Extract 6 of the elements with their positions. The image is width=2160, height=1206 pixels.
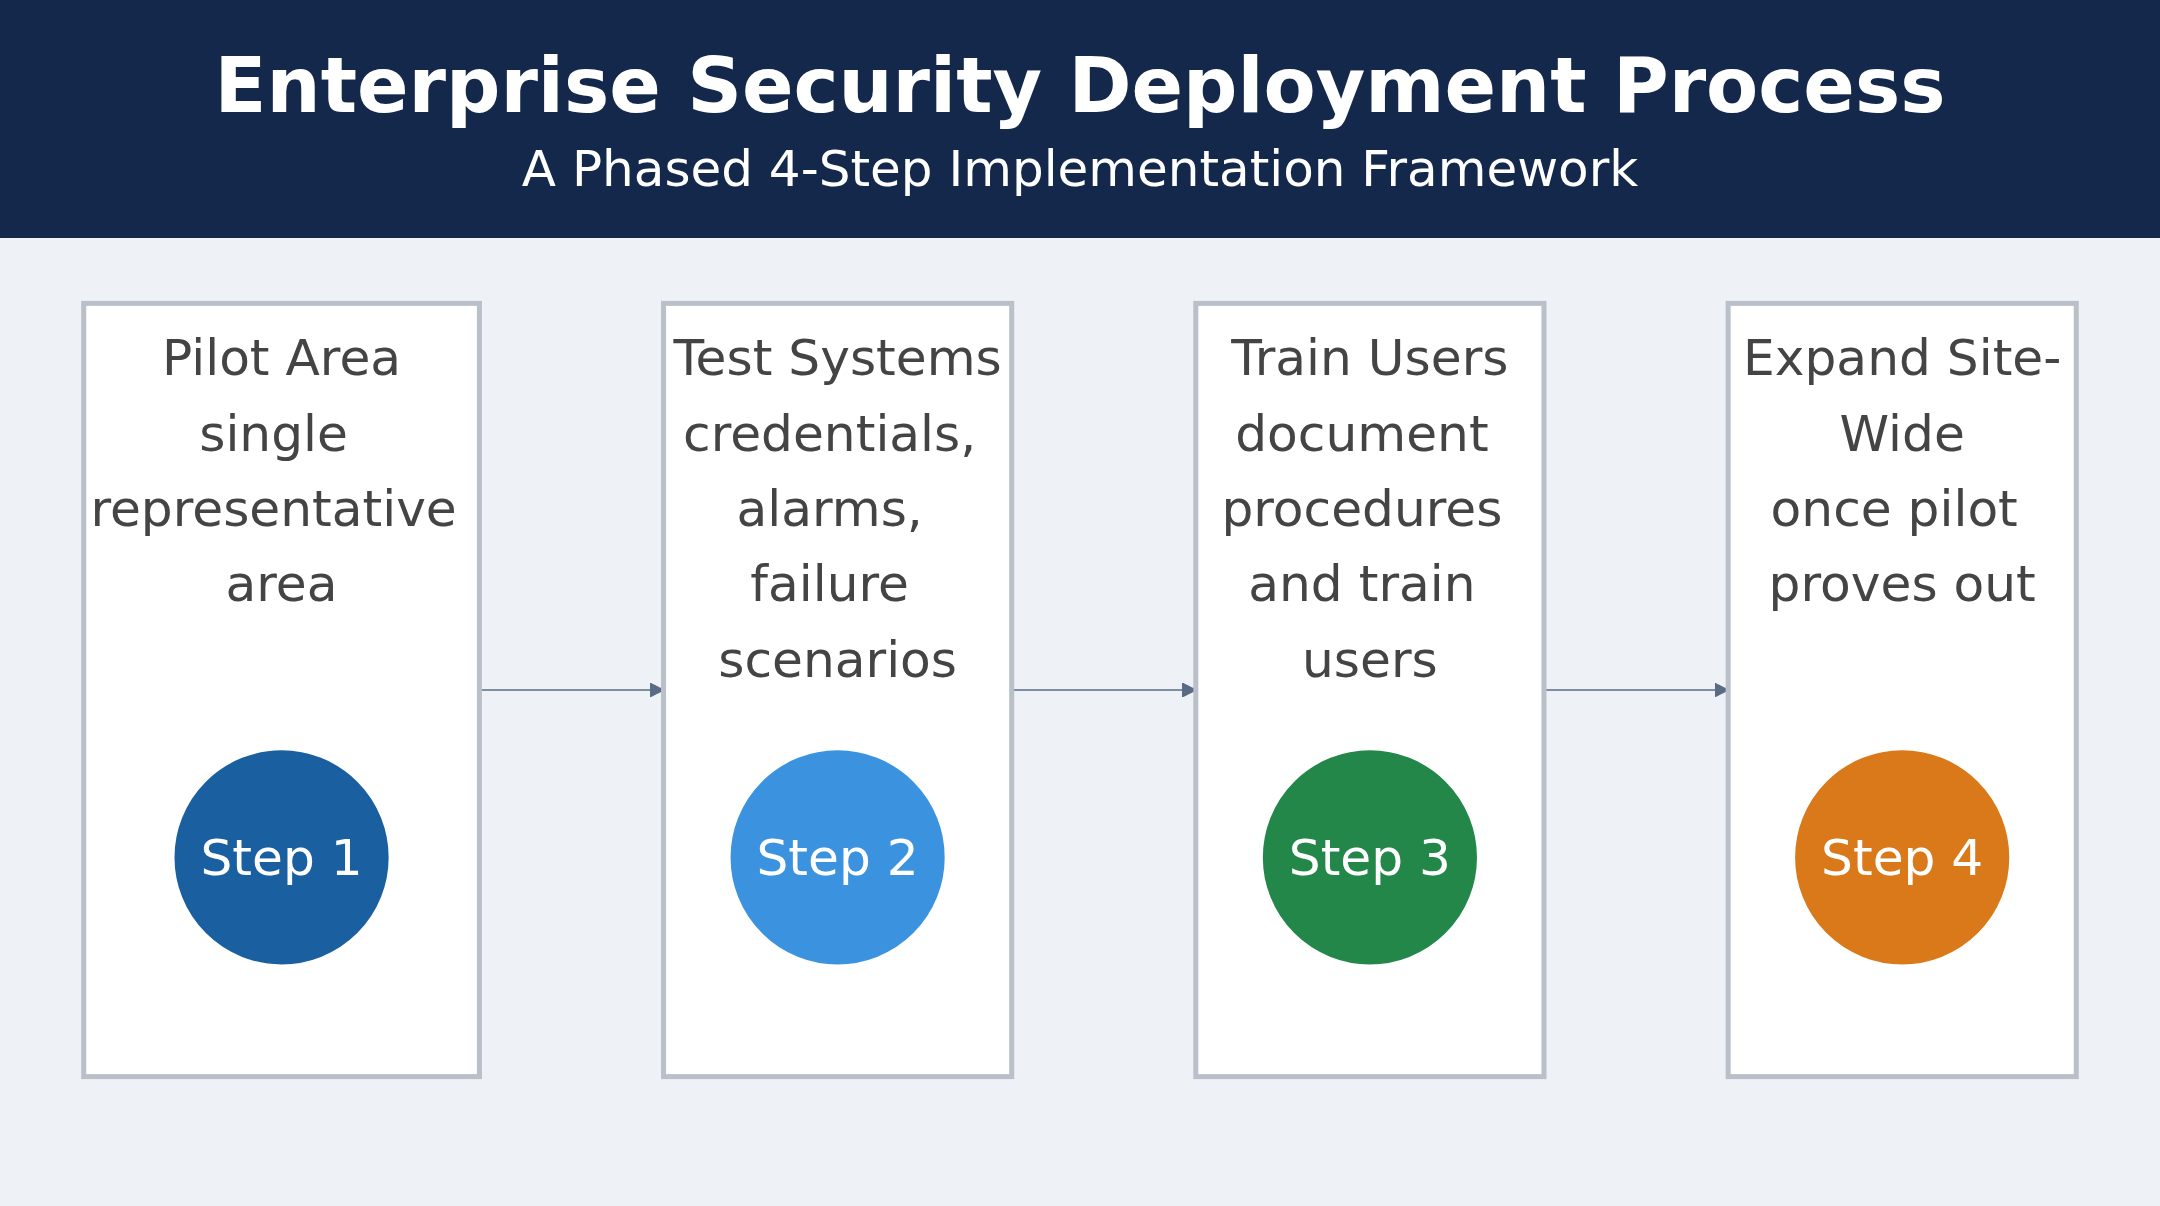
node-circle: Step 2: [730, 750, 945, 965]
node-circle: Step 3: [1262, 750, 1477, 965]
node-circle: Step 4: [1795, 750, 2010, 965]
subtitle: A Phased 4-Step Implementation Framework: [521, 139, 1639, 198]
title: Enterprise Security Deployment Process: [214, 40, 1946, 130]
node-circle: Step 1: [174, 750, 389, 965]
